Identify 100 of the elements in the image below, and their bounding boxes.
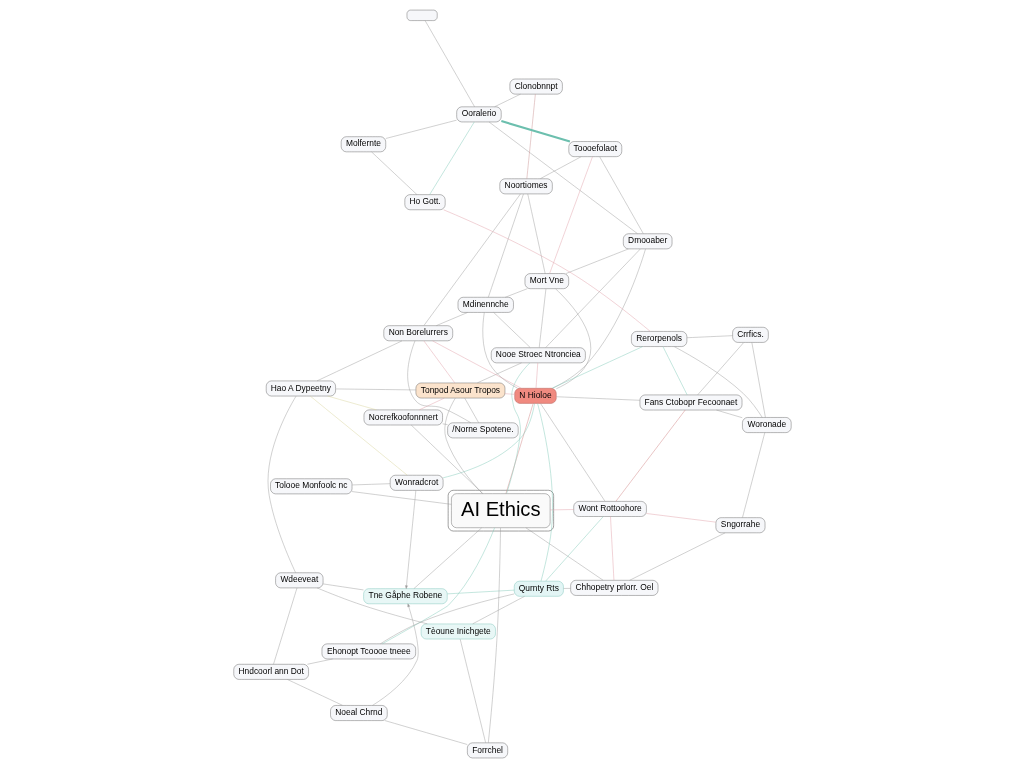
connector bbox=[673, 346, 762, 418]
node-box: Noeal Chrnd bbox=[329, 705, 387, 721]
node-box: AI Ethics bbox=[450, 493, 550, 528]
connector bbox=[539, 156, 581, 179]
connector bbox=[459, 638, 486, 743]
node-box: Forrchel bbox=[466, 742, 508, 759]
connector bbox=[488, 121, 638, 234]
node-box: Tèoune Inichgete bbox=[420, 623, 496, 640]
connector bbox=[442, 403, 535, 479]
node-box bbox=[406, 9, 437, 21]
connector bbox=[476, 362, 522, 384]
connector bbox=[525, 527, 603, 581]
connector bbox=[751, 342, 766, 418]
connector bbox=[598, 156, 644, 234]
connector bbox=[446, 589, 514, 595]
connector bbox=[645, 513, 716, 523]
connector bbox=[272, 587, 297, 665]
connector bbox=[428, 121, 474, 195]
connector bbox=[482, 312, 518, 389]
connector bbox=[385, 119, 457, 139]
node-box: Rerorpenols bbox=[630, 331, 687, 347]
connector bbox=[406, 340, 471, 423]
node-box: Non Borelurrers bbox=[383, 325, 453, 341]
connector bbox=[487, 527, 501, 744]
node-box: N Hioloe bbox=[513, 388, 556, 404]
connector bbox=[504, 288, 528, 298]
connector bbox=[418, 397, 444, 411]
arrow bbox=[371, 603, 418, 706]
connector bbox=[505, 403, 533, 494]
connector bbox=[423, 340, 455, 384]
connector bbox=[471, 596, 525, 625]
connector bbox=[492, 312, 531, 348]
node-box: Noortiomes bbox=[499, 178, 553, 195]
connector bbox=[267, 395, 296, 573]
connector bbox=[544, 516, 603, 582]
connector bbox=[351, 483, 390, 486]
node-box: Chhopetry prlorr. Oel bbox=[569, 580, 658, 596]
connector bbox=[500, 120, 570, 143]
connector bbox=[686, 335, 733, 338]
connector bbox=[351, 491, 452, 505]
node-box: Hndcoorl ann Dot bbox=[233, 664, 309, 680]
connector bbox=[504, 393, 515, 395]
connector bbox=[615, 409, 685, 502]
node-box: Ooralerio bbox=[456, 106, 501, 123]
node-box: Nocrefkoofonnnert bbox=[363, 409, 443, 426]
connector bbox=[370, 151, 417, 195]
node-box: Tne Gåphe Robene bbox=[362, 588, 447, 604]
connector bbox=[535, 362, 538, 389]
connector bbox=[526, 94, 536, 179]
node-box: Ehonopt Tcoooe tneee bbox=[321, 643, 416, 660]
node-box: /Norne Spotene. bbox=[446, 422, 518, 439]
node-box: Crrfics. bbox=[731, 327, 769, 343]
connector bbox=[741, 432, 765, 518]
connector bbox=[662, 346, 687, 396]
connector bbox=[715, 409, 743, 418]
connector bbox=[696, 342, 744, 396]
connector bbox=[548, 156, 593, 274]
node-box: Tolooe Monfoolc nc bbox=[269, 478, 352, 495]
node-box: Tonpod Asour Tropos bbox=[415, 382, 505, 399]
connector bbox=[413, 527, 482, 589]
node-box: Qurnty Rts bbox=[513, 580, 564, 597]
node-box: Wonradcrot bbox=[389, 475, 443, 491]
connector bbox=[431, 340, 521, 389]
node-box: Mort Vne bbox=[524, 273, 569, 289]
connector bbox=[562, 588, 571, 589]
arrow bbox=[404, 490, 416, 589]
node-box: Sngorrahe bbox=[715, 517, 765, 533]
connector bbox=[536, 403, 553, 582]
connector bbox=[286, 679, 343, 706]
node-box: Molfernte bbox=[340, 136, 386, 153]
connector bbox=[555, 396, 640, 401]
connector bbox=[441, 423, 448, 425]
connector bbox=[384, 720, 467, 745]
connector bbox=[326, 395, 377, 411]
connector bbox=[609, 516, 614, 581]
connector bbox=[335, 388, 416, 391]
connector bbox=[552, 248, 646, 389]
connector bbox=[410, 424, 483, 494]
connector bbox=[544, 248, 641, 348]
connector bbox=[539, 403, 605, 502]
node-box: Mdinennche bbox=[457, 297, 514, 313]
connector bbox=[565, 248, 629, 274]
node-box: Toooefolaot bbox=[568, 141, 622, 157]
node-box: Woronade bbox=[741, 417, 791, 433]
connector bbox=[424, 20, 475, 107]
node-box: Clonobnnpt bbox=[509, 78, 563, 95]
connector bbox=[554, 288, 591, 389]
connector bbox=[322, 583, 364, 591]
connector bbox=[444, 397, 483, 494]
node-box: Wdeeveat bbox=[274, 572, 323, 589]
connector bbox=[527, 193, 545, 274]
connector bbox=[423, 193, 521, 326]
connector bbox=[551, 346, 643, 389]
connector bbox=[316, 340, 402, 382]
connector bbox=[309, 395, 407, 476]
connector bbox=[628, 532, 725, 581]
node-box: Dmooaber bbox=[622, 233, 672, 250]
node-box: Ho Gott. bbox=[404, 194, 445, 210]
node-box: Nooe Stroec Ntronciea bbox=[490, 347, 586, 364]
connector bbox=[379, 593, 514, 645]
